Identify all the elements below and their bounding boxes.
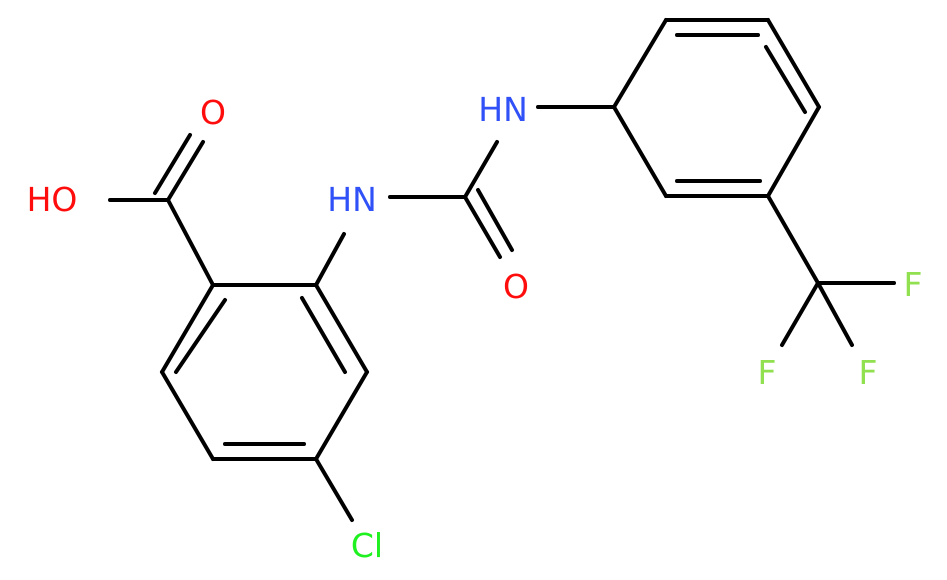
carboxyl-hydroxyl-label: HO	[27, 180, 78, 219]
bond	[780, 281, 820, 347]
urea-nh-left-label: HN	[327, 180, 377, 219]
fluorine-left-label: F	[758, 353, 777, 392]
bond	[816, 281, 854, 347]
atom-labels: O HO HN HN O Cl F F F	[27, 90, 923, 565]
fluorine-top-label: F	[904, 265, 923, 304]
bond	[766, 194, 820, 285]
bond	[166, 198, 215, 287]
bond	[153, 133, 192, 195]
bond	[314, 283, 369, 374]
bond	[160, 283, 215, 374]
bond	[300, 296, 347, 374]
bond	[314, 232, 346, 287]
bond	[463, 140, 499, 199]
bond	[612, 18, 668, 109]
bond	[764, 45, 807, 114]
bond	[314, 370, 369, 461]
bond	[174, 298, 227, 374]
chlorine-label: Cl	[351, 526, 383, 565]
bond	[766, 18, 821, 109]
bond	[166, 140, 205, 202]
carboxyl-carbonyl-oxygen-label: O	[200, 93, 226, 132]
fluorine-right-label: F	[859, 353, 878, 392]
urea-carbonyl-oxygen-label: O	[503, 267, 529, 306]
bond	[314, 457, 354, 522]
bond	[463, 195, 502, 259]
bond	[476, 188, 514, 252]
bond	[766, 105, 821, 198]
bond	[612, 105, 668, 198]
bonds	[108, 18, 896, 522]
urea-nh-right-label: HN	[478, 90, 528, 129]
bond	[160, 370, 215, 461]
